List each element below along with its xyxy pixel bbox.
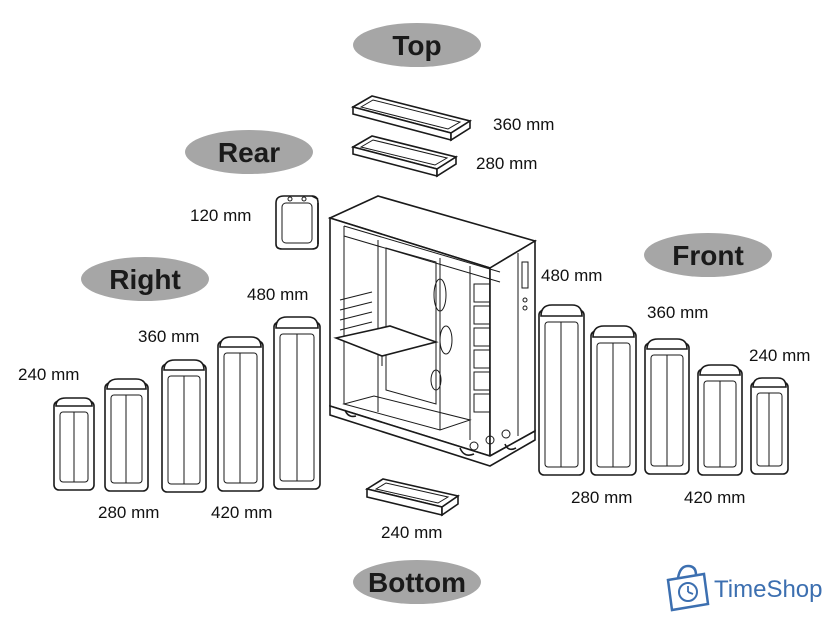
top-size-label: 360 mm	[493, 115, 554, 134]
front-size-label: 240 mm	[749, 346, 810, 365]
front-size-label: 480 mm	[541, 266, 602, 285]
right-label: Right	[109, 264, 181, 295]
front-radiator-240	[750, 377, 789, 475]
right-size-label: 280 mm	[98, 503, 159, 522]
brand-name: TimeShop	[714, 576, 823, 603]
right-radiator-280	[104, 378, 149, 492]
front-radiator-480	[538, 304, 585, 476]
front-size-label: 420 mm	[684, 488, 745, 507]
bottom-label: Bottom	[368, 567, 466, 598]
right-size-label: 360 mm	[138, 327, 199, 346]
front-radiator-280	[590, 325, 637, 476]
right-radiator-420	[217, 336, 264, 492]
right-size-label: 420 mm	[211, 503, 272, 522]
rear-size-label: 120 mm	[190, 206, 251, 225]
right-pill: Right	[81, 257, 209, 301]
right-radiator-480	[273, 316, 321, 490]
bottom-pill: Bottom	[353, 560, 481, 604]
shopping-bag-clock-icon	[666, 564, 710, 612]
rear-pill: Rear	[185, 130, 313, 174]
front-size-label: 280 mm	[571, 488, 632, 507]
top-radiator-360	[350, 95, 472, 142]
right-size-label: 240 mm	[18, 365, 79, 384]
timeshop-watermark: TimeShop	[666, 564, 823, 612]
front-radiator-420	[697, 364, 743, 476]
bottom-radiator-240	[364, 478, 460, 517]
front-radiator-360	[644, 338, 690, 475]
pc-case-chassis	[327, 195, 537, 467]
front-label: Front	[672, 240, 744, 271]
top-pill: Top	[353, 23, 481, 67]
front-pill: Front	[644, 233, 772, 277]
top-size-label: 280 mm	[476, 154, 537, 173]
bottom-size-label: 240 mm	[381, 523, 442, 542]
rear-radiator-120	[275, 195, 319, 250]
front-size-label: 360 mm	[647, 303, 708, 322]
right-radiator-360	[161, 359, 207, 493]
top-label: Top	[392, 30, 441, 61]
top-radiator-280	[350, 135, 459, 178]
right-radiator-240	[53, 397, 95, 491]
rear-label: Rear	[218, 137, 280, 168]
right-size-label: 480 mm	[247, 285, 308, 304]
